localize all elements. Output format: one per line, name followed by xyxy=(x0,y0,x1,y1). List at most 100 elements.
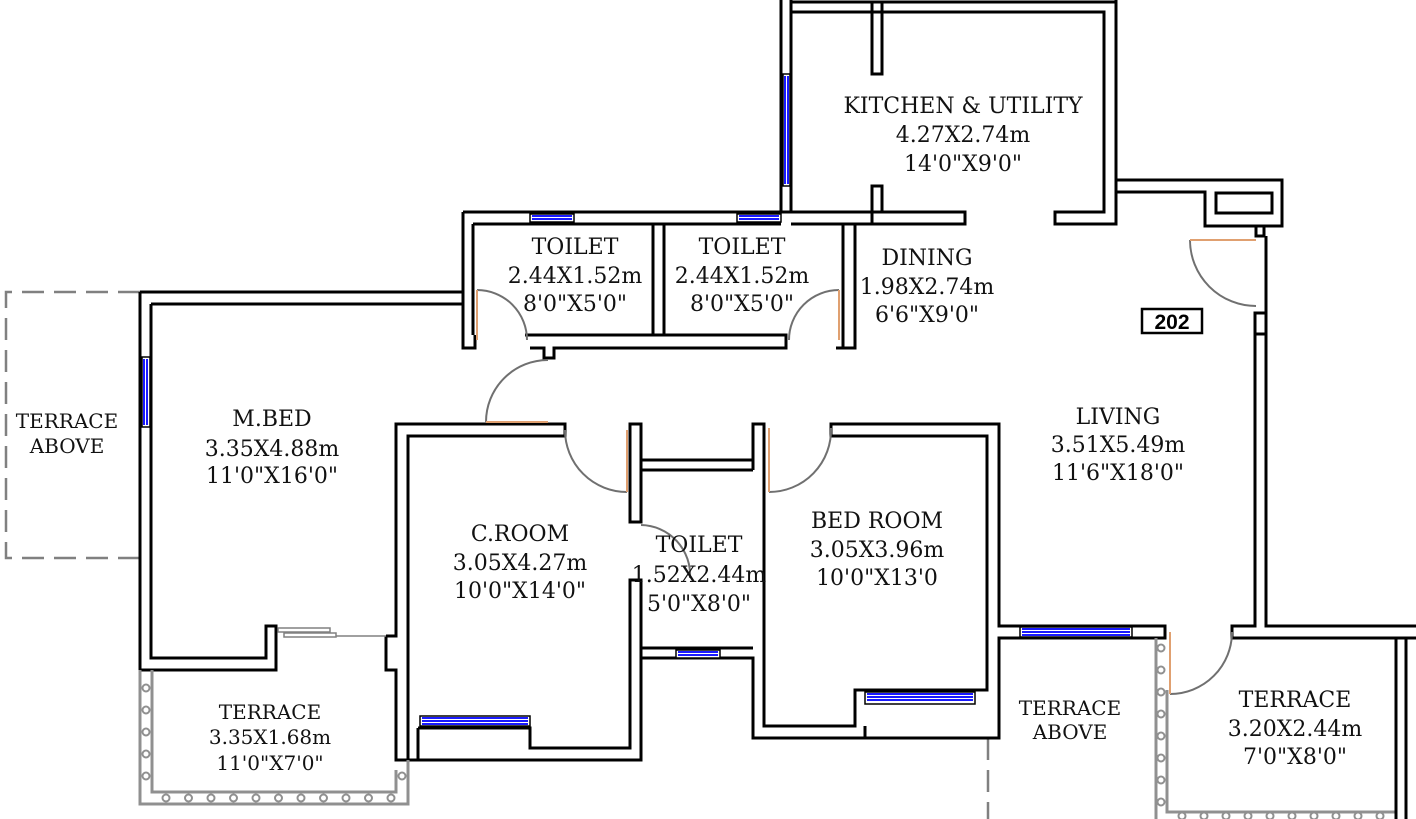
c-room-metric: 3.05X4.27m xyxy=(453,551,588,576)
railing-post xyxy=(1156,687,1166,697)
railing-post xyxy=(141,771,151,781)
toilet-2-name: TOILET xyxy=(699,235,786,260)
railing-post xyxy=(1156,775,1166,785)
window-living xyxy=(1019,626,1133,638)
door-toilet-3 xyxy=(640,524,692,579)
railing-post xyxy=(1177,811,1187,819)
railing-post xyxy=(1156,797,1166,807)
bed-room-imperial: 10'0"X13'0 xyxy=(816,566,938,591)
terrace-above-outlines xyxy=(4,290,990,819)
terrace-above-right-line1: TERRACE xyxy=(1019,696,1121,720)
dining-metric: 1.98X2.74m xyxy=(860,275,995,300)
railing-post xyxy=(1375,811,1385,819)
windows xyxy=(141,73,1133,727)
kitchen-metric: 4.27X2.74m xyxy=(896,123,1031,148)
door-bed-room xyxy=(768,427,833,493)
railing-post xyxy=(229,793,238,803)
railing-post xyxy=(1243,811,1253,819)
window-toilet-1 xyxy=(529,213,575,223)
railing-post xyxy=(1156,665,1166,675)
railing-post xyxy=(184,793,193,803)
label-dining: DINING 1.98X2.74m 6'6"X9'0" xyxy=(860,246,995,328)
railing-post xyxy=(364,793,373,803)
railing-post xyxy=(274,793,283,803)
toilet-3-imperial: 5'0"X8'0" xyxy=(647,592,751,617)
railing-post xyxy=(1156,709,1166,719)
living-name: LIVING xyxy=(1076,405,1161,430)
living-imperial: 11'6"X18'0" xyxy=(1052,461,1184,486)
railing-post xyxy=(1265,811,1275,819)
unit-number: 202 xyxy=(1154,311,1189,334)
railing-post xyxy=(1287,811,1297,819)
window-kitchen-left xyxy=(782,73,791,187)
railing-posts xyxy=(141,643,1385,819)
railing-post xyxy=(1309,811,1319,819)
terrace-railings xyxy=(138,638,1396,819)
terrace-above-right-line2: ABOVE xyxy=(1032,720,1108,744)
label-bed-room: BED ROOM 3.05X3.96m 10'0"X13'0 xyxy=(810,509,945,591)
toilet-1-imperial: 8'0"X5'0" xyxy=(523,292,627,317)
toilet-2-imperial: 8'0"X5'0" xyxy=(690,292,794,317)
dining-imperial: 6'6"X9'0" xyxy=(875,303,979,328)
railing-post xyxy=(141,749,151,759)
kitchen-imperial: 14'0"X9'0" xyxy=(904,152,1022,177)
room-labels: KITCHEN & UTILITY 4.27X2.74m 14'0"X9'0" … xyxy=(16,94,1363,775)
toilet-3-metric: 1.52X2.44m xyxy=(632,563,767,588)
dining-name: DINING xyxy=(881,246,972,271)
door-entrance xyxy=(1189,239,1257,307)
window-toilet-3 xyxy=(675,649,721,659)
door-terrace-2 xyxy=(1169,631,1233,695)
door-c-room xyxy=(564,429,628,493)
terrace-above-left-line2: ABOVE xyxy=(29,434,105,458)
toilet-3-name: TOILET xyxy=(656,533,743,558)
railing-post xyxy=(141,683,151,693)
unit-number-tag: 202 xyxy=(1140,307,1204,335)
door-toilet-1 xyxy=(476,289,528,341)
label-toilet-2: TOILET 2.44X1.52m 8'0"X5'0" xyxy=(675,235,810,317)
bed-room-name: BED ROOM xyxy=(811,509,943,534)
bed-room-metric: 3.05X3.96m xyxy=(810,538,945,563)
door-toilet-2 xyxy=(788,289,840,341)
master-bed-name: M.BED xyxy=(232,407,311,432)
master-bed-metric: 3.35X4.88m xyxy=(205,437,340,462)
terrace-2-imperial: 7'0"X8'0" xyxy=(1243,745,1347,770)
door-master-bed xyxy=(485,359,549,423)
railing-post xyxy=(251,793,261,803)
terrace-2-metric: 3.20X2.44m xyxy=(1228,717,1363,742)
label-terrace-above-left: TERRACE ABOVE xyxy=(16,409,118,458)
terrace-1-name: TERRACE xyxy=(219,700,321,724)
label-terrace-2: TERRACE 3.20X2.44m 7'0"X8'0" xyxy=(1228,688,1363,770)
terrace-above-left-line1: TERRACE xyxy=(16,409,118,433)
window-master-bed xyxy=(141,356,151,428)
railing-post xyxy=(206,793,216,803)
label-terrace-1: TERRACE 3.35X1.68m 11'0"X7'0" xyxy=(209,700,331,775)
railing-post xyxy=(1156,643,1166,653)
terrace-1-imperial: 11'0"X7'0" xyxy=(216,751,323,775)
label-master-bed: M.BED 3.35X4.88m 11'0"X16'0" xyxy=(205,407,340,489)
label-terrace-above-right: TERRACE ABOVE xyxy=(1019,696,1121,744)
railing-post xyxy=(1331,811,1341,819)
terrace-1-metric: 3.35X1.68m xyxy=(209,725,331,749)
label-living: LIVING 3.51X5.49m 11'6"X18'0" xyxy=(1051,405,1186,486)
label-toilet-3: TOILET 1.52X2.44m 5'0"X8'0" xyxy=(632,533,767,617)
label-kitchen: KITCHEN & UTILITY 4.27X2.74m 14'0"X9'0" xyxy=(843,94,1083,177)
railing-post xyxy=(1353,811,1363,819)
railing-post xyxy=(1199,811,1209,819)
window-toilet-2 xyxy=(736,213,782,223)
railing-post xyxy=(141,727,151,737)
railing-post xyxy=(1156,753,1166,763)
label-toilet-1: TOILET 2.44X1.52m 8'0"X5'0" xyxy=(508,235,643,317)
window-c-room xyxy=(419,715,531,727)
railing-post xyxy=(1221,811,1231,819)
window-bed-room xyxy=(864,691,976,705)
terrace-2-walls xyxy=(1394,638,1408,819)
railing-post xyxy=(319,793,328,803)
terrace-2-name: TERRACE xyxy=(1239,688,1352,713)
toilet-1-name: TOILET xyxy=(532,235,619,260)
c-room-name: C.ROOM xyxy=(471,522,569,547)
kitchen-name: KITCHEN & UTILITY xyxy=(843,94,1083,119)
railing-post xyxy=(397,771,407,781)
c-room-imperial: 10'0"X14'0" xyxy=(454,579,586,604)
label-c-room: C.ROOM 3.05X4.27m 10'0"X14'0" xyxy=(453,522,588,604)
